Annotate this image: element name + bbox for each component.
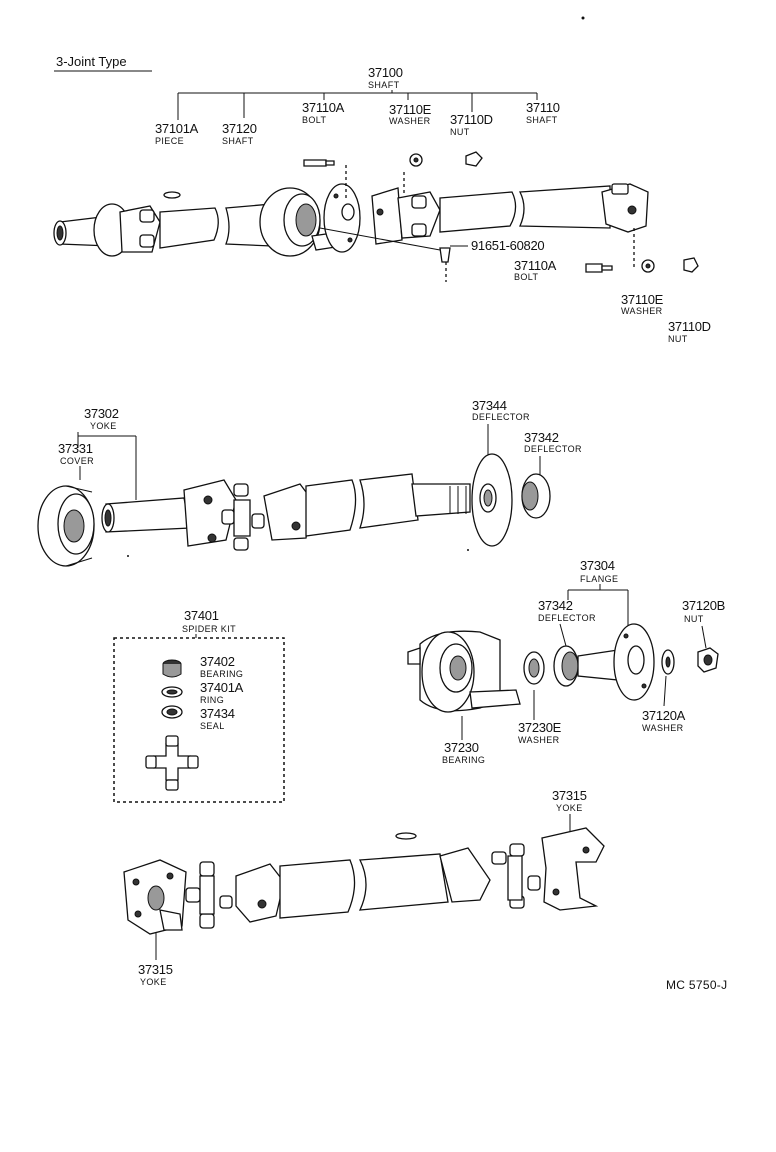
part-number-37101a: 37101A bbox=[155, 121, 199, 136]
part-number-37315-right: 37315 bbox=[552, 788, 587, 803]
shaft-assy-bracket bbox=[177, 90, 538, 120]
top-shaft-assembly-drawing bbox=[53, 151, 699, 282]
part-number-37110e-2: 37110E bbox=[621, 292, 664, 307]
part-name-deflector-large: DEFLECTOR bbox=[472, 412, 530, 422]
part-name-washer-2: WASHER bbox=[621, 306, 663, 316]
part-name-ring: RING bbox=[200, 695, 224, 705]
center-bearing-group-drawing bbox=[407, 623, 719, 713]
part-number-37401a: 37401A bbox=[200, 680, 244, 695]
part-name-shaft-front: SHAFT bbox=[222, 136, 254, 146]
part-number-37402: 37402 bbox=[200, 654, 235, 669]
part-name-yoke-right: YOKE bbox=[556, 803, 583, 813]
reference-code: MC 5750-J bbox=[666, 978, 727, 992]
part-name-spider-kit: SPIDER KIT bbox=[182, 624, 236, 634]
part-number-37120: 37120 bbox=[222, 121, 257, 136]
part-number-37342-top: 37342 bbox=[524, 430, 559, 445]
part-name-bearing-cb: BEARING bbox=[442, 755, 485, 765]
part-number-37331: 37331 bbox=[58, 441, 93, 456]
part-number-37230: 37230 bbox=[444, 740, 479, 755]
flange-bracket bbox=[567, 584, 629, 640]
top-group-labels: 37100 SHAFT 37101A PIECE 37120 SHAFT 371… bbox=[155, 65, 711, 344]
part-name-yoke-left: YOKE bbox=[140, 977, 167, 987]
part-name-bolt: BOLT bbox=[302, 115, 327, 125]
part-number-37344: 37344 bbox=[472, 398, 507, 413]
part-number-37230e: 37230E bbox=[518, 720, 562, 735]
part-number-37110: 37110 bbox=[526, 100, 560, 115]
part-number-37110d: 37110D bbox=[450, 112, 493, 127]
leader-washer-right bbox=[663, 675, 667, 707]
part-name-bolt-2: BOLT bbox=[514, 272, 539, 282]
part-number-37110a: 37110A bbox=[302, 100, 345, 115]
part-number-37110d-2: 37110D bbox=[668, 319, 711, 334]
part-name-bearing: BEARING bbox=[200, 669, 243, 679]
bottom-shaft-assembly-drawing bbox=[123, 827, 605, 935]
bottom-group-labels: 37315 YOKE 37315 YOKE bbox=[138, 788, 587, 987]
part-name-deflector-mid: DEFLECTOR bbox=[538, 613, 596, 623]
diagram-title: 3-Joint Type bbox=[56, 54, 127, 69]
part-name-flange: FLANGE bbox=[580, 574, 618, 584]
part-number-37434: 37434 bbox=[200, 706, 235, 721]
part-number-37315-left: 37315 bbox=[138, 962, 173, 977]
middle-shaft-assembly-drawing bbox=[37, 453, 551, 567]
center-bearing-group-labels: 37304 FLANGE 37342 DEFLECTOR 37120B NUT … bbox=[442, 558, 725, 765]
part-number-37120b: 37120B bbox=[682, 598, 725, 613]
part-name-cover: COVER bbox=[60, 456, 94, 466]
speck-dot bbox=[581, 16, 585, 20]
part-name-piece: PIECE bbox=[155, 136, 184, 146]
part-name-yoke: YOKE bbox=[90, 421, 117, 431]
part-number-37110e: 37110E bbox=[389, 102, 432, 117]
part-name-shaft-rear: SHAFT bbox=[526, 115, 558, 125]
part-name-washer-right: WASHER bbox=[642, 723, 684, 733]
part-name-nut-cb: NUT bbox=[684, 614, 704, 624]
speck-dot bbox=[467, 549, 469, 551]
part-number-37302: 37302 bbox=[84, 406, 119, 421]
part-name-washer-left: WASHER bbox=[518, 735, 560, 745]
part-number-37100: 37100 bbox=[368, 65, 403, 80]
part-name-washer: WASHER bbox=[389, 116, 431, 126]
leader-nut-cb bbox=[701, 625, 707, 649]
part-number-37120a: 37120A bbox=[642, 708, 686, 723]
part-name-shaft-assy: SHAFT bbox=[368, 80, 400, 90]
part-number-91651-60820: 91651-60820 bbox=[471, 238, 544, 253]
part-name-nut-2: NUT bbox=[668, 334, 688, 344]
part-name-deflector-small: DEFLECTOR bbox=[524, 444, 582, 454]
part-name-seal: SEAL bbox=[200, 721, 225, 731]
part-number-37401: 37401 bbox=[184, 608, 219, 623]
middle-group-labels: 37302 YOKE 37331 COVER 37344 DEFLECTOR 3… bbox=[58, 398, 582, 500]
part-name-nut: NUT bbox=[450, 127, 470, 137]
part-number-37304: 37304 bbox=[580, 558, 615, 573]
part-number-37110a-2: 37110A bbox=[514, 258, 557, 273]
spider-kit-dashed-outline bbox=[113, 637, 285, 803]
part-number-37342-mid: 37342 bbox=[538, 598, 573, 613]
leader-deflector-mid bbox=[559, 623, 567, 647]
yoke-bracket bbox=[77, 432, 137, 500]
speck-dot bbox=[127, 555, 129, 557]
spider-kit-box: 37401 SPIDER KIT 37402 BEARING 37401A RI… bbox=[113, 608, 285, 803]
